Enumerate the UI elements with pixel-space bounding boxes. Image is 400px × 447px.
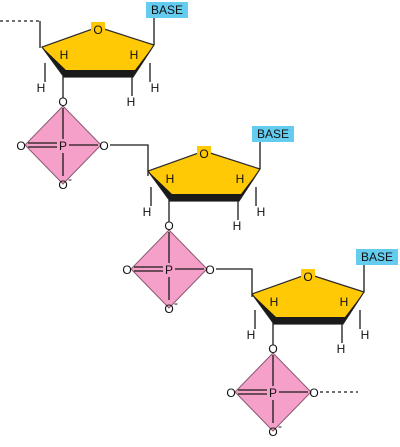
- phosphate-charge: -: [174, 296, 178, 310]
- hydrogen-bottom-mid: H: [337, 342, 346, 356]
- sugar-ring-shadow: [148, 169, 260, 201]
- backbone-linker-1: [110, 144, 149, 176]
- phosphate-diamond: [234, 352, 312, 432]
- ring-oxygen-backdrop: [197, 146, 211, 160]
- hydrogen-top-left: H: [166, 172, 175, 186]
- phosphorus-atom: P: [269, 386, 277, 400]
- phosphate-oxygen-top: O: [58, 95, 67, 109]
- hydrogen-bottom-right: H: [361, 328, 370, 342]
- phosphate-diamond: [130, 229, 208, 309]
- hydrogen-top-right: H: [130, 48, 139, 62]
- base-box: [252, 126, 294, 142]
- phosphate-oxygen-left: O: [122, 263, 131, 277]
- phosphate-charge: -: [68, 172, 72, 186]
- ring-oxygen-backdrop: [301, 269, 315, 283]
- hydrogen-bottom-right: H: [151, 81, 160, 95]
- phosphorus-atom: P: [165, 263, 173, 277]
- base-box: [356, 249, 398, 265]
- phosphate-oxygen-bottom: O: [164, 302, 173, 316]
- ring-oxygen: O: [303, 270, 312, 284]
- phosphate-oxygen-bottom: O: [58, 178, 67, 192]
- hydrogen-bottom-left: H: [37, 81, 46, 95]
- sugar-ring-shadow: [252, 292, 364, 324]
- hydrogen-top-right: H: [236, 172, 245, 186]
- nucleotide-unit-3: O H H H H H BASE O P O O O -: [226, 249, 398, 439]
- base-label: BASE: [151, 3, 183, 17]
- hydrogen-bottom-right: H: [257, 205, 266, 219]
- phosphorus-atom: P: [59, 139, 67, 153]
- phosphate-oxygen-right: O: [309, 386, 318, 400]
- phosphate-oxygen-top: O: [164, 219, 173, 233]
- hydrogen-top-left: H: [270, 295, 279, 309]
- phosphate-oxygen-bottom: O: [268, 425, 277, 439]
- hydrogen-top-right: H: [340, 295, 349, 309]
- hydrogen-bottom-left: H: [247, 328, 256, 342]
- hydrogen-bottom-mid: H: [127, 95, 136, 109]
- phosphate-charge: -: [278, 419, 282, 433]
- sugar-ring-shadow: [42, 45, 154, 77]
- base-label: BASE: [257, 127, 289, 141]
- hydrogen-top-left: H: [60, 48, 69, 62]
- nucleotide-unit-2: O H H H H H BASE O P O O O -: [122, 126, 294, 316]
- hydrogen-bottom-mid: H: [233, 219, 242, 233]
- phosphate-oxygen-left: O: [16, 139, 25, 153]
- hydrogen-bottom-left: H: [143, 205, 152, 219]
- nucleotide-unit-1: O H H H H H BASE O P O O O -: [16, 2, 188, 192]
- phosphate-oxygen-right: O: [205, 263, 214, 277]
- phosphate-diamond: [24, 105, 102, 185]
- phosphate-oxygen-left: O: [226, 386, 235, 400]
- phosphate-oxygen-top: O: [268, 342, 277, 356]
- backbone-linker-2: [216, 268, 253, 297]
- base-box: [146, 2, 188, 18]
- phosphate-oxygen-right: O: [99, 139, 108, 153]
- ring-oxygen: O: [93, 23, 102, 37]
- ring-oxygen-backdrop: [91, 22, 105, 36]
- base-label: BASE: [361, 250, 393, 264]
- ring-oxygen: O: [199, 147, 208, 161]
